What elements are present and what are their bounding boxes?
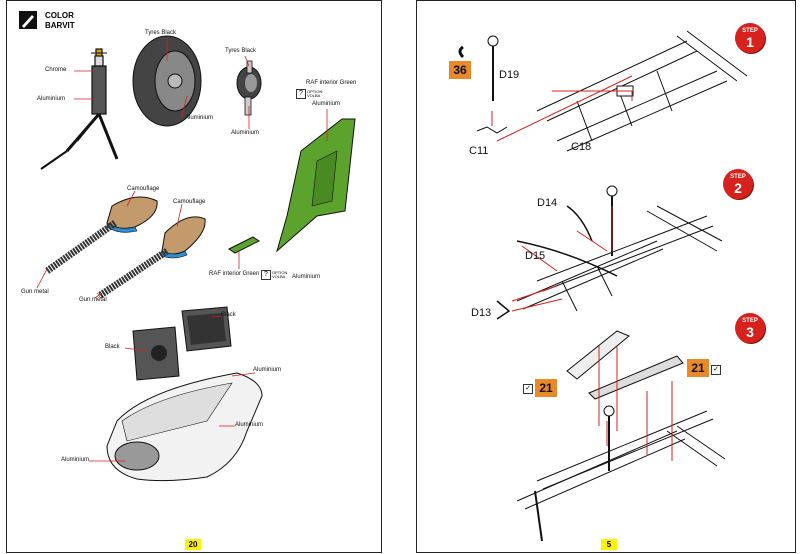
step-number: 1	[746, 34, 754, 50]
right-instruction-page: STEP 1 STEP 2 STEP 3 36 D19 C11 C18 D14 …	[416, 0, 796, 553]
option-mark-icon: ?	[296, 89, 306, 99]
callout-box-36: 36	[449, 61, 471, 79]
label-black: Black	[221, 312, 236, 318]
engine-cowling-part	[106, 372, 263, 482]
left-instruction-page: COLOR BARVIT Chrome Aluminium Tyres Blac…	[6, 0, 382, 553]
page-number: 20	[185, 539, 201, 550]
paint-brush-icon	[19, 11, 37, 29]
step-badge-2: STEP 2	[723, 169, 753, 199]
color-title-line1: COLOR	[45, 11, 74, 20]
color-title-line2: BARVIT	[45, 21, 75, 30]
label-raf-interior-green: RAF interior Green	[209, 271, 260, 277]
label-tyres-black: Tyres Black	[225, 48, 257, 54]
label-aluminium: Aluminium	[185, 115, 214, 121]
landing-leg-part	[40, 48, 119, 170]
label-aluminium: Aluminium	[235, 422, 264, 428]
part-label-d19: D19	[499, 69, 520, 81]
step-word: STEP	[742, 28, 758, 34]
label-gun-metal: Gun metal	[21, 289, 49, 295]
label-aluminium: Aluminium	[61, 457, 90, 463]
tail-wheel-part	[236, 60, 262, 116]
main-wheel-part	[132, 35, 202, 127]
step-word: STEP	[730, 174, 746, 180]
option-volba-note: OPTION VOLBA	[272, 270, 288, 279]
color-legend-title: COLOR BARVIT	[45, 11, 75, 31]
label-aluminium: Aluminium	[37, 96, 66, 102]
assembly-arrows	[491, 75, 673, 461]
wire-part-d19	[458, 35, 508, 134]
part-label-d15: D15	[525, 250, 546, 262]
label-aluminium: Aluminium	[231, 130, 260, 136]
label-chrome: Chrome	[45, 67, 67, 73]
radiator-grille-part	[132, 306, 232, 381]
label-raf-interior-green: RAF interior Green	[306, 80, 357, 86]
interior-panel-part	[276, 118, 356, 253]
label-tyres-black: Tyres Black	[145, 30, 177, 36]
step-number: 2	[734, 180, 742, 196]
step-word: STEP	[742, 318, 758, 324]
part-label-d13: D13	[471, 307, 492, 319]
assembly-illustration	[458, 30, 748, 542]
callout-box-21: 21	[535, 379, 557, 397]
label-gun-metal: Gun metal	[79, 297, 107, 303]
check-box-icon: ✓	[711, 365, 721, 375]
label-aluminium: Aluminium	[253, 367, 282, 373]
check-box-icon: ✓	[523, 384, 533, 394]
exhaust-pipe-part	[97, 216, 206, 299]
callout-box-21: 21	[687, 359, 709, 377]
step-badge-1: STEP 1	[735, 23, 765, 53]
label-black: Black	[105, 344, 120, 350]
label-aluminium: Aluminium	[312, 101, 341, 107]
label-aluminium: Aluminium	[292, 274, 321, 280]
frame-assembly-step3	[516, 330, 726, 542]
small-green-part	[228, 236, 260, 254]
label-camouflage: Camouflage	[127, 186, 160, 192]
label-camouflage: Camouflage	[173, 199, 206, 205]
step-number: 3	[746, 324, 754, 340]
part-label-c18: C18	[571, 141, 592, 153]
leader-lines	[36, 38, 328, 462]
page-number: 5	[601, 539, 617, 550]
color-parts-illustration	[19, 11, 356, 482]
step-badge-3: STEP 3	[735, 313, 765, 343]
option-mark-icon: ?	[261, 270, 271, 280]
option-volba-note: OPTION VOLBA	[307, 89, 323, 98]
part-label-c11: C11	[469, 145, 489, 157]
exhaust-pipe-part	[44, 196, 158, 274]
part-label-d14: D14	[537, 197, 558, 209]
